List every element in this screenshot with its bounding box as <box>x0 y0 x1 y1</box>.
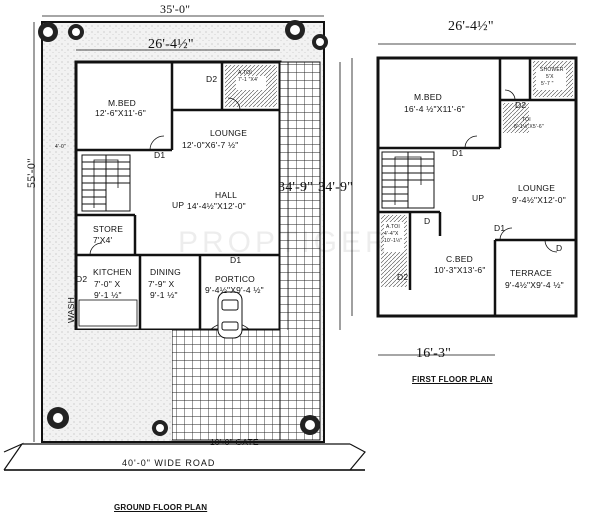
mbed-size: 12'-6"X11'-6" <box>95 108 146 118</box>
gate-label: 10'-0" GATE <box>210 437 259 447</box>
dining-size-a: 7'-9" X <box>148 279 175 289</box>
terrace-size: 9'-4½"X9'-4 ½" <box>505 280 564 290</box>
dining-size-b: 9'-1 ½" <box>150 290 178 300</box>
cbed-name: C.BED <box>446 254 473 264</box>
car-icon <box>217 291 243 339</box>
plot-width-label: 35'-0" <box>160 2 191 16</box>
toi-name: TOI <box>522 117 531 123</box>
terrace-name: TERRACE <box>510 268 553 278</box>
kitchen-size-b: 9'-1 ½" <box>94 290 122 300</box>
lounge-name: LOUNGE <box>210 128 248 138</box>
road-label: 40'-0" WIDE ROAD <box>122 458 216 468</box>
shower-size2: 5'-7 " <box>541 81 554 87</box>
first-bottom-width-label: 16'-3" <box>416 346 452 361</box>
shower-size: 5'X <box>546 74 554 80</box>
ground-d1-b: D1 <box>230 255 242 265</box>
road <box>3 442 366 471</box>
shower-name: SHOWER <box>540 67 564 73</box>
dining-name: DINING <box>150 267 181 277</box>
ground-d1-a: D1 <box>154 150 166 160</box>
portico-size: 9'-4½"X9'-4 ½" <box>205 285 264 295</box>
cbed-size: 10'-3"X13'-6" <box>434 265 486 275</box>
house-width-label: 26'-4½" <box>148 37 194 52</box>
kitchen-size-a: 7'-0" X <box>94 279 121 289</box>
first-d-a: D <box>424 216 431 226</box>
first-mbed-name: M.BED <box>414 92 442 102</box>
first-staircase <box>381 151 435 209</box>
paved-walkway-right <box>279 61 321 441</box>
side-depth-a-label: 34'-9" <box>278 180 314 195</box>
atoi-name: A.TOI <box>386 224 400 230</box>
first-floor-plan <box>351 43 578 356</box>
portico-name: PORTICO <box>215 274 255 284</box>
wash-label: WASH <box>66 297 76 323</box>
toi-size: 8'-1½"X5'-6" <box>514 124 544 130</box>
first-lounge-name: LOUNGE <box>518 183 556 193</box>
hall-size: 14'-4½"X12'-0" <box>187 201 246 211</box>
tree-icons <box>38 20 328 436</box>
ground-d2-a: D2 <box>206 74 218 84</box>
paved-front-yard <box>171 329 281 441</box>
toilet-name: A.TOI <box>238 70 252 76</box>
first-d1-a: D1 <box>452 148 464 158</box>
ground-floor-plan <box>3 15 366 471</box>
side-depth-b-label: 34'-9" <box>318 180 354 195</box>
lounge-size: 12'-0"X6'-7 ½" <box>182 140 239 150</box>
hall-name: HALL <box>215 190 238 200</box>
ground-floor-title: GROUND FLOOR PLAN <box>114 503 208 512</box>
ground-d2-b: D2 <box>76 274 88 284</box>
ground-up-label: UP <box>172 200 185 210</box>
first-lounge-size: 9'-4½"X12'-0" <box>512 195 566 205</box>
kitchen-name: KITCHEN <box>93 267 132 277</box>
first-d2-a: D2 <box>515 100 527 110</box>
first-mbed-size: 16'-4 ½"X11'-6" <box>404 104 465 114</box>
side-offset-label: 4'-0" <box>55 144 66 150</box>
watermark: PROPTIGER <box>178 226 391 259</box>
first-d-b: D <box>556 243 563 253</box>
first-up-label: UP <box>472 193 485 203</box>
mbed-name: M.BED <box>108 98 136 108</box>
store-size: 7'X4' <box>93 235 113 245</box>
first-d2-b: D2 <box>397 272 409 282</box>
first-d1-b: D1 <box>494 223 506 233</box>
atoi-size2: 10'-1½" <box>384 238 403 244</box>
atoi-size: 4'-4"X <box>384 231 399 237</box>
store-name: STORE <box>93 224 124 234</box>
toilet-size: 7'-1 "X4' <box>238 77 259 83</box>
first-floor-title: FIRST FLOOR PLAN <box>412 375 493 384</box>
ground-staircase <box>81 154 131 212</box>
plot-depth-label: 55'-0" <box>24 157 39 189</box>
first-top-width-label: 26'-4½" <box>448 19 494 34</box>
